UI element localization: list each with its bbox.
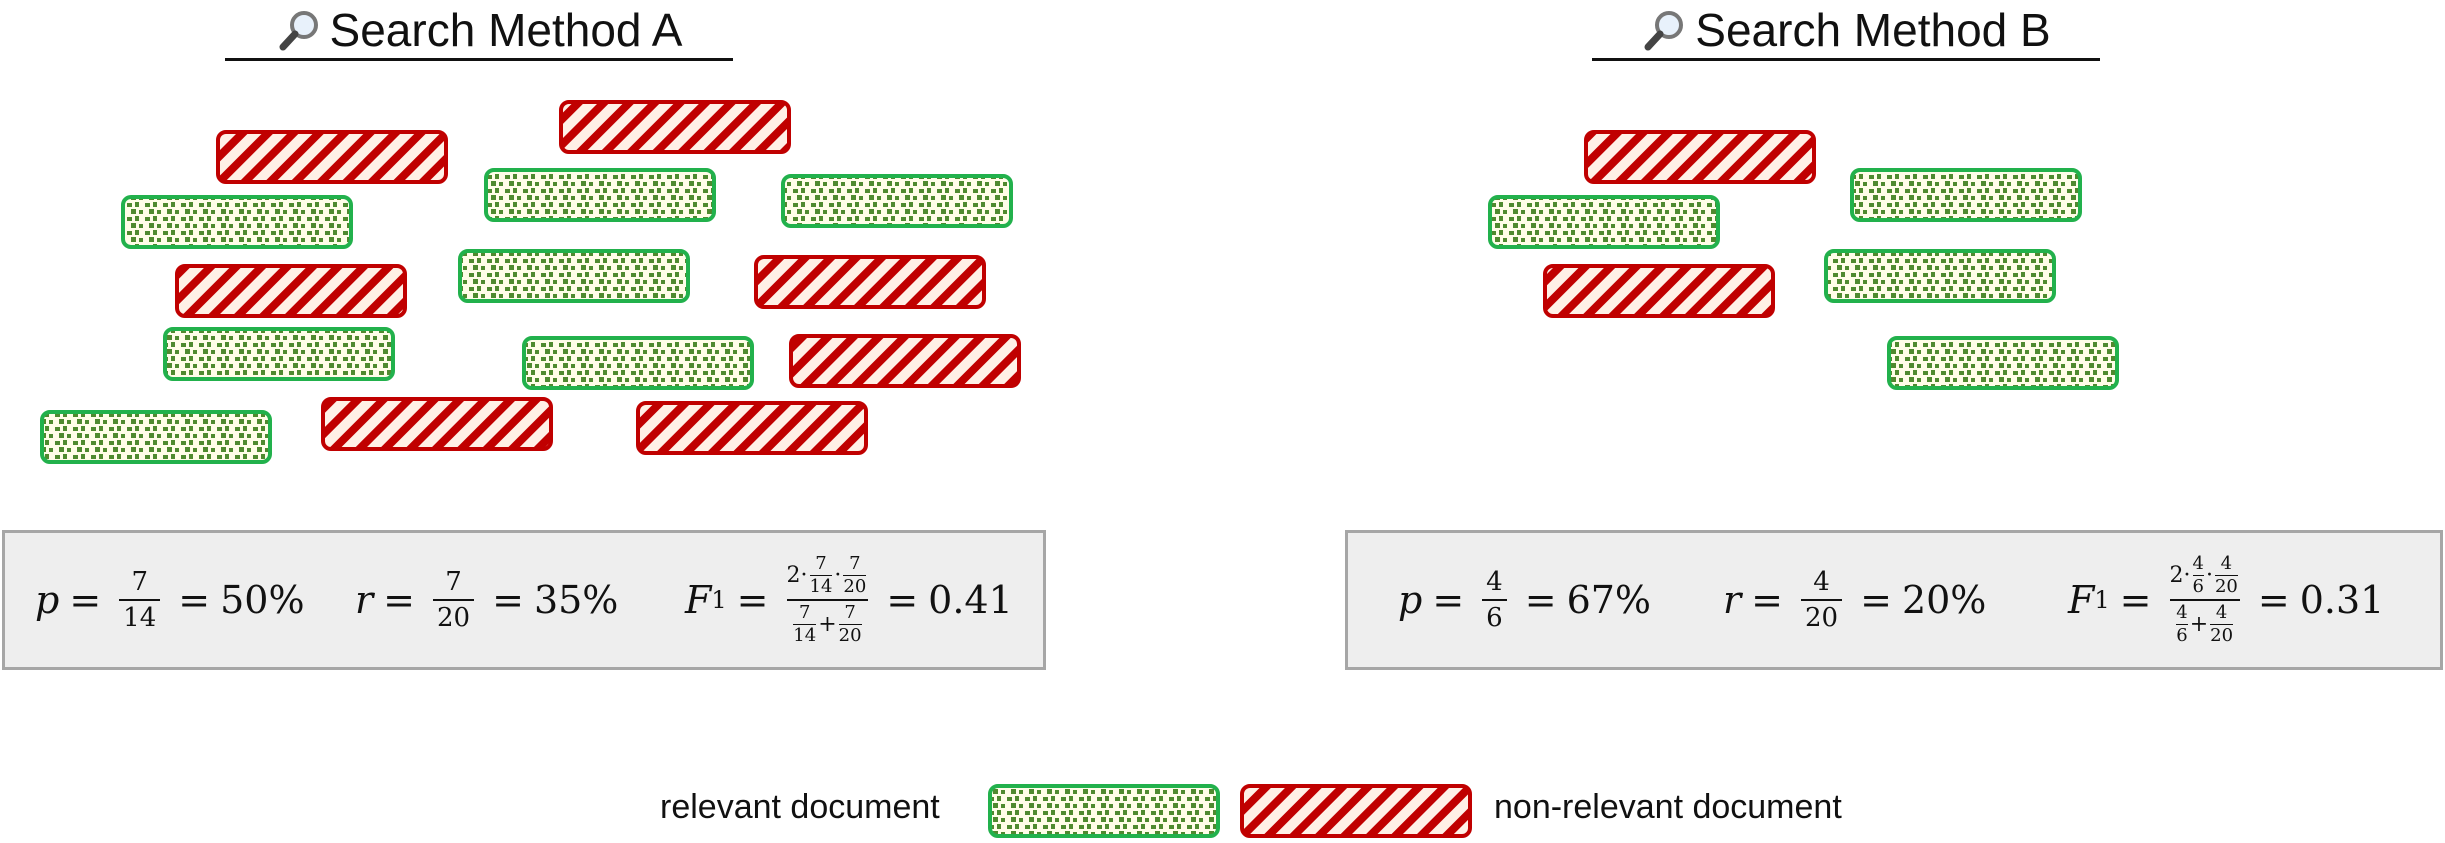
method-b-title-rule [1592, 58, 2100, 61]
method-b-recall-result: 20% [1901, 578, 1987, 622]
method-a-recall-result: 35% [533, 578, 619, 622]
method-b-precision-result: 67% [1566, 578, 1652, 622]
magnifying-glass-icon [279, 11, 318, 51]
method-a-relevant-document [522, 336, 754, 390]
method-b-title-text: Search Method B [1695, 4, 2051, 56]
method-a-relevant-document [40, 410, 272, 464]
method-a-relevant-document [458, 249, 690, 303]
legend-relevant-label: relevant document [660, 788, 940, 826]
method-a-relevant-document [121, 195, 353, 249]
method-a-nonrelevant-document [559, 100, 791, 154]
method-b-relevant-document [1824, 249, 2056, 303]
method-a-recall-fraction: 7 20 [433, 569, 475, 631]
method-a-title-text: Search Method A [329, 4, 683, 56]
method-a-f1-result: 0.41 [928, 578, 1013, 622]
method-a-relevant-document [781, 174, 1013, 228]
method-a-nonrelevant-document [789, 334, 1021, 388]
method-a-precision-result: 50% [220, 578, 305, 622]
method-a-relevant-document [163, 327, 395, 381]
method-a-documents [0, 90, 1060, 490]
legend-nonrelevant-swatch [1240, 784, 1472, 838]
magnifying-glass-icon [1644, 11, 1684, 51]
method-b-title: Search Method B [1592, 0, 2102, 60]
method-b-precision: p = 4 6 = 67% [1398, 567, 1652, 633]
method-b-relevant-document [1488, 195, 1720, 249]
method-a-nonrelevant-document [216, 130, 448, 184]
method-a-title-rule [225, 58, 733, 61]
method-b-recall: r = 4 20 = 20% [1723, 567, 1987, 633]
method-b-precision-fraction: 4 6 [1482, 569, 1507, 631]
method-a-nonrelevant-document [321, 397, 553, 451]
method-a-precision: p = 7 14 = 50% [35, 567, 305, 633]
method-b-documents [1400, 90, 2160, 490]
legend-nonrelevant-label: non-relevant document [1494, 788, 1842, 826]
method-a-nonrelevant-document [175, 264, 407, 318]
legend: relevant document non-relevant document [0, 780, 2445, 840]
method-a-nonrelevant-document [754, 255, 986, 309]
method-b-nonrelevant-document [1543, 264, 1775, 318]
method-b-recall-fraction: 4 20 [1801, 569, 1843, 631]
method-b-nonrelevant-document [1584, 130, 1816, 184]
method-b-document-cloud [1488, 130, 2119, 390]
legend-relevant-swatch [988, 784, 1220, 838]
method-a-document-cloud [40, 100, 1021, 464]
method-b-relevant-document [1887, 336, 2119, 390]
method-b-relevant-document [1850, 168, 2082, 222]
method-a-relevant-document [484, 168, 716, 222]
method-a-nonrelevant-document [636, 401, 868, 455]
method-a-title: Search Method A [225, 0, 735, 60]
method-a-recall: r = 7 20 = 35% [355, 567, 619, 633]
method-b-f1-result: 0.31 [2299, 578, 2385, 622]
method-a-precision-fraction: 7 14 [119, 569, 161, 631]
